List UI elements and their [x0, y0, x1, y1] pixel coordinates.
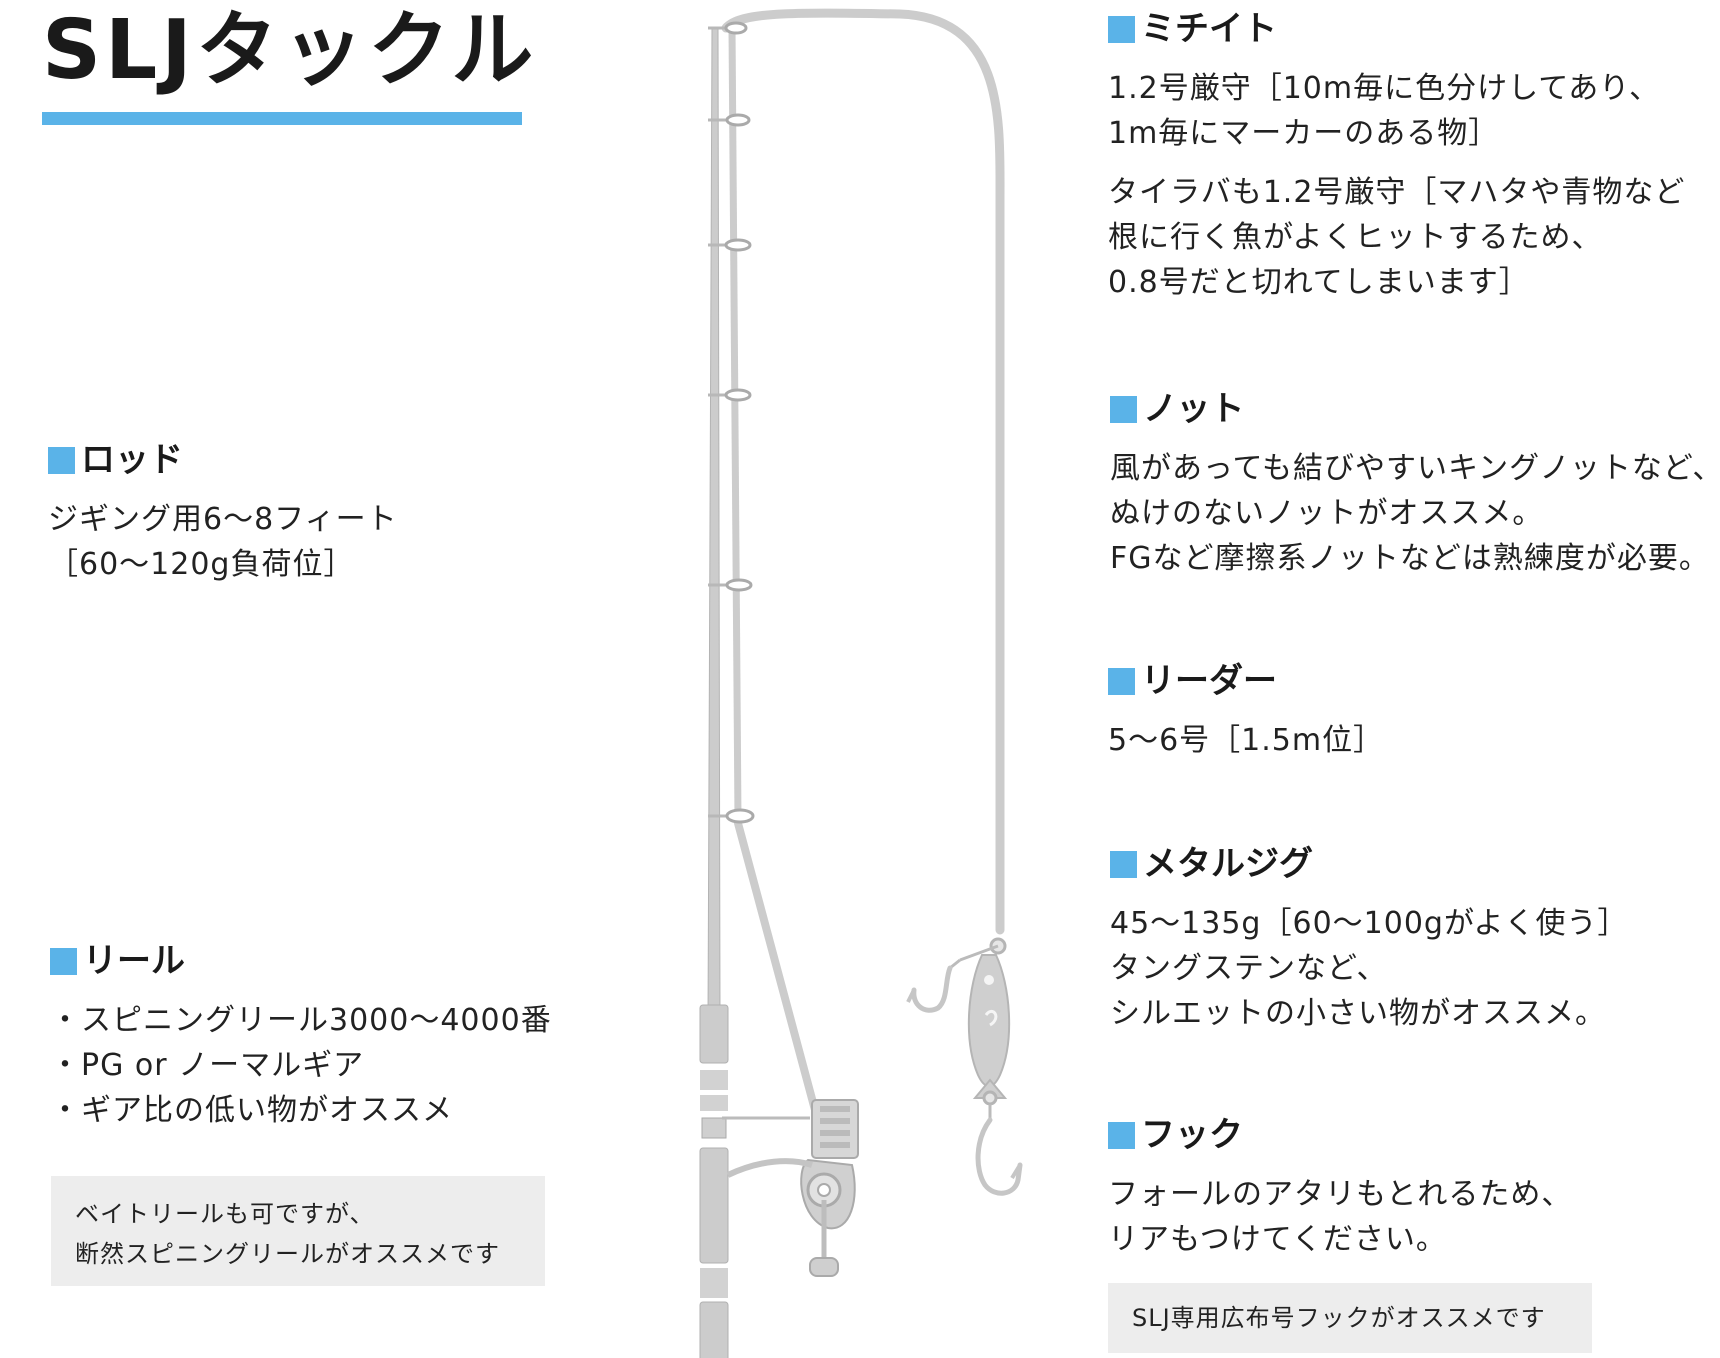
- section-hook: フック フォールのアタリもとれるため、 リアもつけてください。: [1108, 1118, 1572, 1262]
- note-line: ベイトリールも可ですが、: [75, 1200, 375, 1228]
- section-heading: ロッド: [48, 443, 398, 477]
- hook-note: SLJ専用広布号フックがオススメです: [1108, 1283, 1592, 1353]
- rear-hook: [975, 1104, 1023, 1196]
- jig-line: シルエットの小さい物がオススメ。: [1110, 996, 1606, 1031]
- rod-guide: [708, 808, 755, 824]
- note-line: SLJ専用広布号フックがオススメです: [1132, 1304, 1546, 1332]
- spinning-reel: [722, 1099, 859, 1277]
- knot-line: FGなど摩擦系ノットなどは熟練度が必要。: [1110, 541, 1710, 576]
- section-knot: ノット 風があっても結びやすいキングノットなど、 ぬけのないノットがオススメ。 …: [1110, 392, 1720, 581]
- metal-jig: [959, 937, 1011, 1106]
- rod-guide: [708, 238, 752, 252]
- section-text: 5～6号［1.5m位］: [1108, 718, 1384, 763]
- section-text: 風があっても結びやすいキングノットなど、 ぬけのないノットがオススメ。 FGなど…: [1110, 446, 1720, 581]
- square-bullet-icon: [1108, 667, 1135, 695]
- section-heading: ミチイト: [1108, 12, 1685, 46]
- heading-leader: リーダー: [1141, 661, 1277, 701]
- section-text: 1.2号厳守［10m毎に色分けしてあり、 1m毎にマーカーのある物］ タイラバも…: [1108, 66, 1685, 305]
- reel-line: [731, 810, 819, 1112]
- rod-guide: [708, 21, 748, 35]
- rod-line: ［60～120g負荷位］: [48, 547, 355, 582]
- page-title: SLJタックル: [42, 3, 538, 98]
- mainline-line: 0.8号だと切れてしまいます］: [1108, 265, 1530, 300]
- jig-line: タングステンなど、: [1110, 951, 1388, 986]
- heading-mainline: ミチイト: [1141, 9, 1277, 49]
- section-text: ・スピニングリール3000～4000番 ・PG or ノーマルギア ・ギア比の低…: [50, 998, 552, 1133]
- section-text: 45～135g［60～100gがよく使う］ タングステンなど、 シルエットの小さ…: [1110, 901, 1628, 1036]
- front-hook: [906, 958, 961, 1013]
- rod-guide: [708, 578, 753, 592]
- heading-knot: ノット: [1143, 389, 1245, 429]
- rod-butt: [699, 1301, 729, 1358]
- rod: [699, 27, 742, 1358]
- rod-guide: [708, 113, 751, 127]
- knot-line: ぬけのないノットがオススメ。: [1110, 496, 1544, 531]
- fishing-line: [721, 8, 1005, 935]
- heading-jig: メタルジグ: [1143, 844, 1313, 884]
- reel-seat: [701, 1117, 727, 1139]
- rod-grip-upper: [699, 1004, 729, 1064]
- section-heading: リール: [50, 944, 552, 978]
- section-heading: ノット: [1110, 392, 1720, 426]
- note-line: 断然スピニングリールがオススメです: [75, 1240, 500, 1268]
- hook-line: フォールのアタリもとれるため、: [1108, 1177, 1573, 1212]
- jig-line: 45～135g［60～100gがよく使う］: [1110, 906, 1629, 941]
- square-bullet-icon: [1110, 850, 1137, 878]
- mainline-line: タイラバも1.2号厳守［マハタや青物など: [1108, 175, 1686, 210]
- mainline-line: 根に行く魚がよくヒットするため、: [1108, 220, 1603, 255]
- leader-line: 5～6号［1.5m位］: [1108, 723, 1385, 758]
- section-jig: メタルジグ 45～135g［60～100gがよく使う］ タングステンなど、 シル…: [1110, 847, 1628, 1036]
- reel-line: ・スピニングリール3000～4000番: [50, 1003, 552, 1038]
- square-bullet-icon: [1110, 395, 1137, 423]
- title-underline: [42, 112, 522, 125]
- hook-line: リアもつけてください。: [1108, 1222, 1447, 1257]
- knot-line: 風があっても結びやすいキングノットなど、: [1110, 451, 1720, 486]
- reel-line: ・PG or ノーマルギア: [50, 1048, 365, 1083]
- mainline-line: 1.2号厳守［10m毎に色分けしてあり、: [1108, 71, 1661, 106]
- rod-guides: [708, 21, 755, 824]
- reel-line: ・ギア比の低い物がオススメ: [50, 1093, 453, 1128]
- section-reel: リール ・スピニングリール3000～4000番 ・PG or ノーマルギア ・ギ…: [50, 944, 552, 1133]
- square-bullet-icon: [50, 947, 77, 975]
- section-mainline: ミチイト 1.2号厳守［10m毎に色分けしてあり、 1m毎にマーカーのある物］ …: [1108, 12, 1685, 305]
- square-bullet-icon: [1108, 15, 1135, 43]
- rod-guide: [708, 388, 752, 402]
- heading-hook: フック: [1141, 1115, 1243, 1155]
- mainline-line: 1m毎にマーカーのある物］: [1108, 116, 1500, 151]
- section-text: ジギング用6～8フィート ［60～120g負荷位］: [48, 497, 398, 587]
- section-heading: フック: [1108, 1118, 1572, 1152]
- section-heading: リーダー: [1108, 664, 1384, 698]
- section-heading: メタルジグ: [1110, 847, 1628, 881]
- section-rod: ロッド ジギング用6～8フィート ［60～120g負荷位］: [48, 443, 398, 587]
- section-leader: リーダー 5～6号［1.5m位］: [1108, 664, 1384, 763]
- heading-reel: リール: [83, 941, 185, 981]
- square-bullet-icon: [48, 446, 75, 474]
- section-text: フォールのアタリもとれるため、 リアもつけてください。: [1108, 1172, 1572, 1262]
- square-bullet-icon: [1108, 1121, 1135, 1149]
- rod-line: ジギング用6～8フィート: [48, 502, 398, 537]
- reel-note: ベイトリールも可ですが、 断然スピニングリールがオススメです: [51, 1176, 545, 1286]
- rod-grip-lower: [699, 1147, 729, 1264]
- heading-rod: ロッド: [81, 440, 183, 480]
